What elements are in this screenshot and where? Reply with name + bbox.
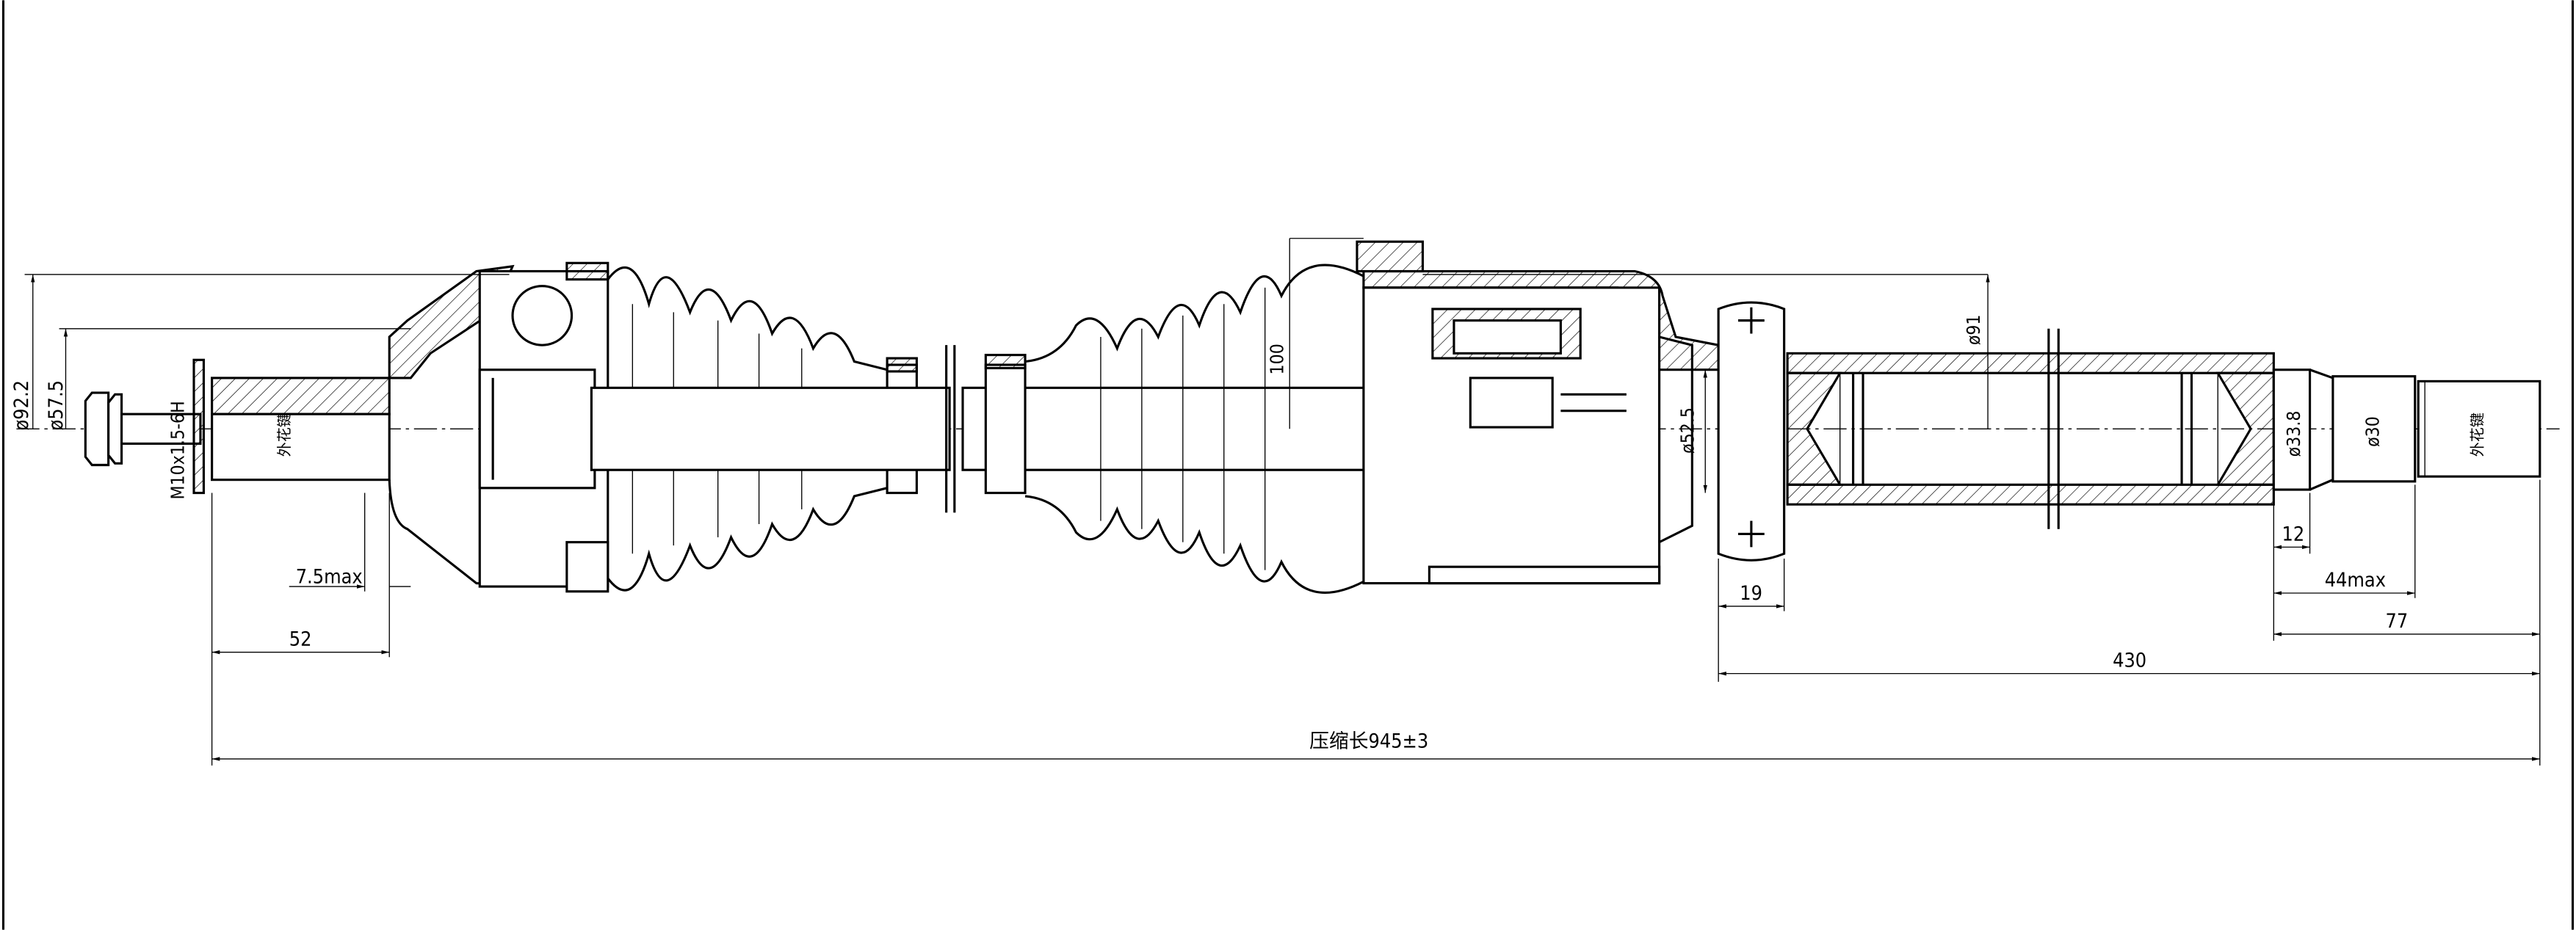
washer: [192, 358, 205, 495]
output-stub: [2272, 368, 2541, 491]
intermediate-tube: [1786, 328, 2275, 529]
dim-dia-30: ø30: [2362, 416, 2384, 447]
dim-overall-length: 压缩长945±3: [1309, 730, 1428, 752]
mounting-flange: [1717, 301, 1786, 562]
dim-12: 12: [2282, 523, 2305, 545]
dim-77: 77: [2385, 610, 2408, 633]
dim-430: 430: [2113, 650, 2146, 672]
dim-dia-52-5: ø52.5: [1677, 407, 1698, 454]
right-boot: [984, 264, 1364, 595]
dim-thread: M10x1.5-6H: [167, 401, 189, 499]
dim-dia-92-2: ø92.2: [10, 380, 33, 431]
dim-52: 52: [289, 628, 312, 651]
dimension-lines: [24, 238, 2541, 766]
dim-19: 19: [1740, 582, 1762, 605]
bolt: [84, 391, 202, 467]
dim-44max: 44max: [2325, 569, 2386, 592]
break-lines: [945, 345, 956, 513]
dim-spline-right: 外花键: [2468, 413, 2486, 457]
dim-dia-57-5: ø57.5: [45, 380, 68, 431]
dim-100: 100: [1266, 344, 1287, 374]
dim-dia-91: ø91: [1963, 314, 1984, 345]
shaft-left: [590, 386, 951, 471]
dim-spline-left: 外花键: [275, 413, 293, 457]
outer-cv-joint: [211, 261, 609, 593]
inner-cv-joint: [1356, 240, 1720, 585]
dim-7-5max: 7.5max: [296, 566, 363, 589]
dim-dia-33-8: ø33.8: [2283, 411, 2304, 457]
